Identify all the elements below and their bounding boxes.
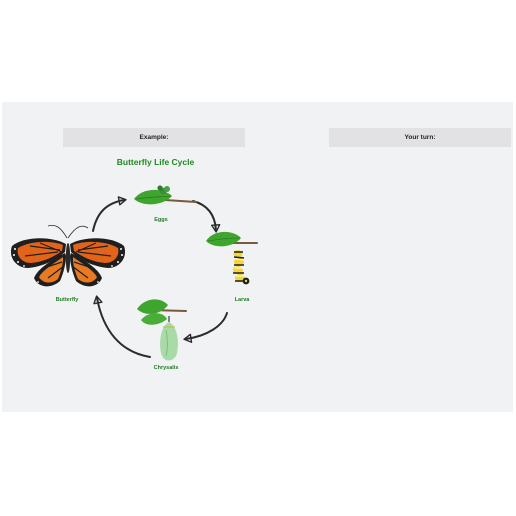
arrow-larva-to-chrysalis [183,312,228,343]
arrow-chrysalis-to-butterfly [93,295,151,358]
label-larva: Larva [234,297,250,303]
your-turn-header-label: Your turn: [404,134,436,141]
caterpillar-icon [206,231,258,285]
chrysalis-icon [137,299,187,361]
eggs-on-leaf-icon [134,185,197,205]
label-eggs: Eggs [154,217,168,223]
example-header-label: Example: [139,134,169,141]
your-turn-header: Your turn: [329,128,511,147]
diagram-title: Butterfly Life Cycle [116,157,195,167]
arrow-eggs-to-larva [192,200,221,233]
butterfly-icon [10,224,126,287]
arrow-butterfly-to-eggs [92,196,127,232]
label-chrysalis: Chrysalis [153,365,179,371]
example-header: Example: [63,128,245,147]
label-butterfly: Butterfly [55,297,79,303]
